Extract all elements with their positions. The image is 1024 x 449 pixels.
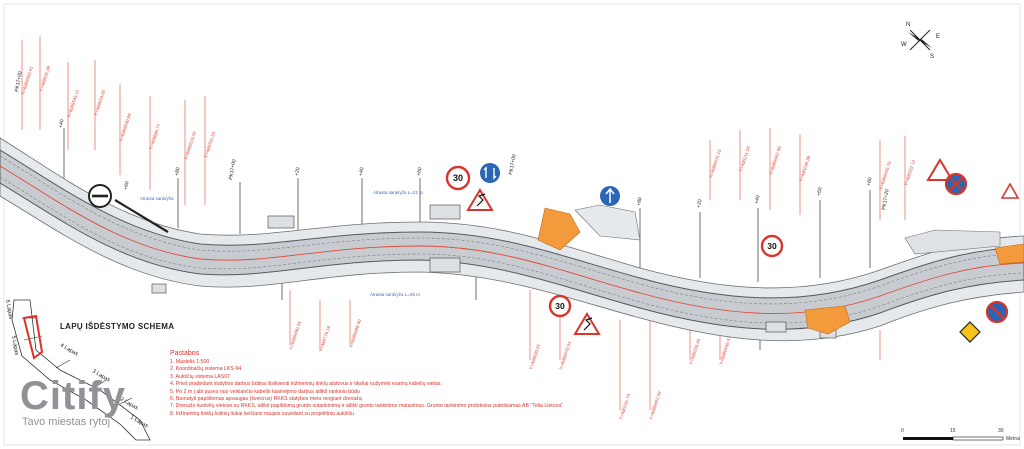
note-item: 8. Inžinerinių tinklų šulinių liukai kei… [170,410,354,417]
existing-road-section [114,199,169,233]
station-label: +80 [174,167,181,177]
scale-bar [903,436,1004,441]
sheet-border [3,3,1021,446]
compass-s-label: S [930,54,935,60]
station-label: +60 [416,167,423,177]
coordinate-labels-top: X=6089563.41 Y=489632.58 X=6089545.11 Y=… [20,65,916,191]
priority-road-sign-icon [959,321,981,343]
station-label: +40 [358,167,365,177]
warning-triangle-sign-icon [926,158,954,181]
note-item: 7. Drenažo kuolelių vietose su RKKS, atl… [170,403,563,410]
curve-warning-sign-icon [466,188,494,211]
logo-tagline: Tavo miestas rytoj [22,416,111,428]
pk-label-right: PK17+20 [881,189,891,211]
notes-list: 1. Mastelis 1:500 2. Koordinačių sistema… [170,359,590,418]
station-label: +20 [294,167,301,177]
sheet-layout-title: LAPŲ IŠDĖSTYMO SCHEMA [60,322,175,331]
sheet-page-label: 4 Lapas [59,343,79,358]
scale-unit: Metrai [1006,436,1020,442]
no-entry-sign-icon [88,184,112,208]
station-label: +60 [123,181,130,191]
scale-tick-label: 15 [950,428,956,434]
pk-label-left: PK17+00 [14,71,24,93]
station-label: +40 [58,119,65,129]
pk-label-mid2: PK17+00 [508,154,518,176]
side-road [574,204,641,241]
sheet-page-label: 6 Lapas [4,299,13,320]
svg-text:30: 30 [453,173,463,183]
compass-n-label: N [906,22,911,28]
scale-tick-label: 0 [901,428,904,434]
no-stopping-sign-icon [985,300,1009,324]
small-warning-sign-icon [1000,182,1020,199]
intersection-right [904,229,1001,255]
compass-w-label: W [901,42,907,48]
curve-warning-sign-icon [573,312,601,335]
mandatory-direction-sign-icon [600,186,620,206]
speed-limit-sign-3: 30 [548,294,572,318]
road-curb-upper [0,155,1024,305]
station-label: +40 [754,195,761,205]
lower-section-label: Atrasta sankryža L=25 m [370,292,420,297]
north-arrow-icon [908,29,932,51]
current-sheet-highlight [22,314,44,360]
station-label: +60 [816,187,823,197]
station-label: +80 [866,177,873,187]
speed-limit-sign-1: 30 [445,165,471,191]
sheet-page-label: 1 Lapas [129,415,149,430]
scale-tick-label: 30 [998,428,1004,434]
road-carriageway [0,149,1024,330]
left-section-label: Atrasta sankryža [140,196,174,201]
no-stopping-sign-icon [944,172,968,196]
annotation-leaders-top [21,36,906,220]
station-label: +20 [696,199,703,209]
road-verge [0,137,1024,342]
orange-pavement-areas [537,207,1024,335]
upper-section-label: Atrasta sankryža L=21 m [373,190,423,195]
pk-label-mid: PK17+00 [228,159,238,181]
speed-limit-sign-2: 30 [760,234,784,258]
road-curb-lower [0,176,1024,324]
note-item: 2. Koordinačių sistema LKS-94 [170,366,242,373]
notes-title: Pastabos [170,350,200,357]
logo-name: Citify [20,374,126,418]
sheet-page-label: 5 Lapas [10,335,19,356]
note-item: 5. Po 2 m į abi puses nuo veikiančio kab… [170,388,360,395]
sheet-layout-schema [11,299,151,441]
svg-text:30: 30 [767,241,777,251]
note-item: 1. Mastelis 1:500 [170,359,210,365]
station-label: +80 [636,197,643,207]
road-centerline [0,165,1024,314]
note-item: 4. Prieš pradedant statybos darbus būtin… [170,381,442,388]
note-item: 3. Aukščių sistema LAS07 [170,373,230,380]
citify-logo: Citify Tavo miestas rytoj [20,376,126,429]
note-item: 6. Numatyti papildomas apsaugas (šveicru… [170,396,362,403]
svg-text:30: 30 [555,301,565,311]
compass-e-label: E [936,34,941,40]
direction-sign-blue-icon [480,163,500,183]
